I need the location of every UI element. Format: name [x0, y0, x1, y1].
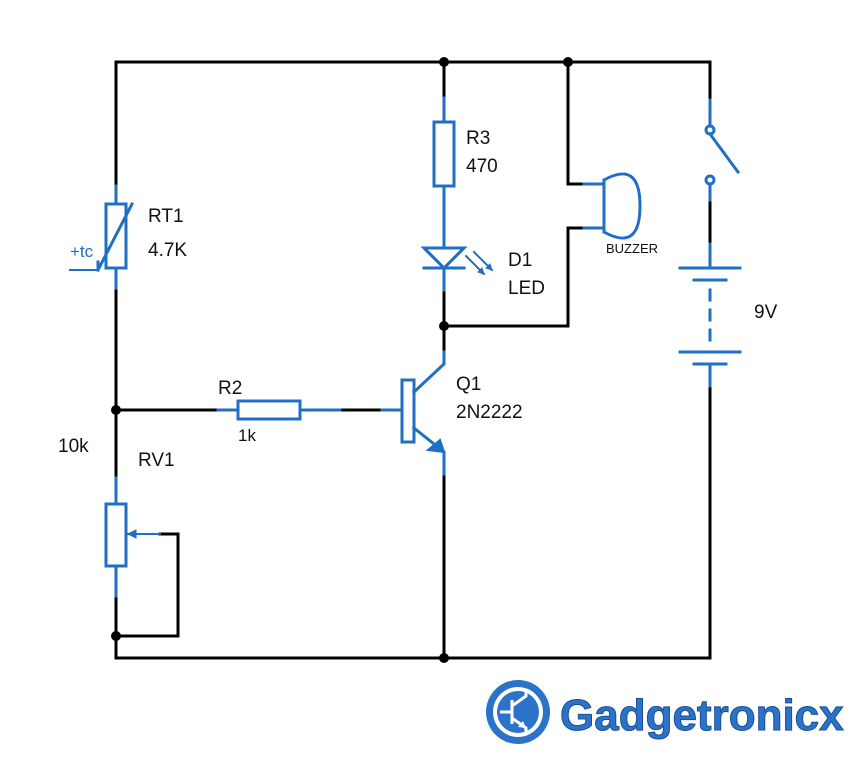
rt1-ref-label: RT1 [148, 206, 184, 227]
d1-ref-label: D1 [508, 250, 532, 271]
resistor-r3 [432, 96, 456, 230]
switch [704, 98, 741, 202]
buzzer [582, 172, 642, 240]
rt1-value-label: 4.7K [148, 240, 187, 261]
potentiometer-rv1 [104, 476, 161, 598]
junction-dot [563, 57, 573, 67]
led-d1 [420, 226, 494, 292]
junction-dot [111, 405, 121, 415]
junctions [111, 57, 573, 663]
wire-buzzer-bottom [442, 226, 586, 328]
r2-ref-label: R2 [218, 378, 242, 399]
r3-ref-label: R3 [466, 128, 490, 149]
wire-buzzer-top [566, 60, 586, 186]
thermistor-rt1 [69, 184, 135, 290]
d1-value-label: LED [508, 278, 545, 299]
wire-pot-wiper [114, 532, 180, 638]
junction-dot [439, 321, 449, 331]
junction-dot [439, 57, 449, 67]
junction-dot [111, 631, 121, 641]
rv1-value-label: 10k [58, 436, 89, 457]
battery-9v [678, 242, 742, 388]
transistor-q1 [380, 350, 446, 476]
r3-value-label: 470 [466, 156, 498, 177]
rt1-marker-label: +tc [70, 242, 94, 261]
q1-ref-label: Q1 [456, 374, 481, 395]
resistor-r2 [216, 399, 342, 421]
q1-value-label: 2N2222 [456, 402, 523, 423]
brand-name: Gadgetronicx [560, 691, 844, 740]
rv1-ref-label: RV1 [138, 450, 175, 471]
wires [114, 60, 712, 660]
transistor-logo-icon [486, 680, 550, 744]
brand-logo: Gadgetronicx [486, 680, 845, 744]
junction-dot [439, 653, 449, 663]
battery-value-label: 9V [754, 302, 778, 323]
r2-value-label: 1k [238, 426, 256, 445]
buzzer-label: BUZZER [606, 241, 658, 256]
